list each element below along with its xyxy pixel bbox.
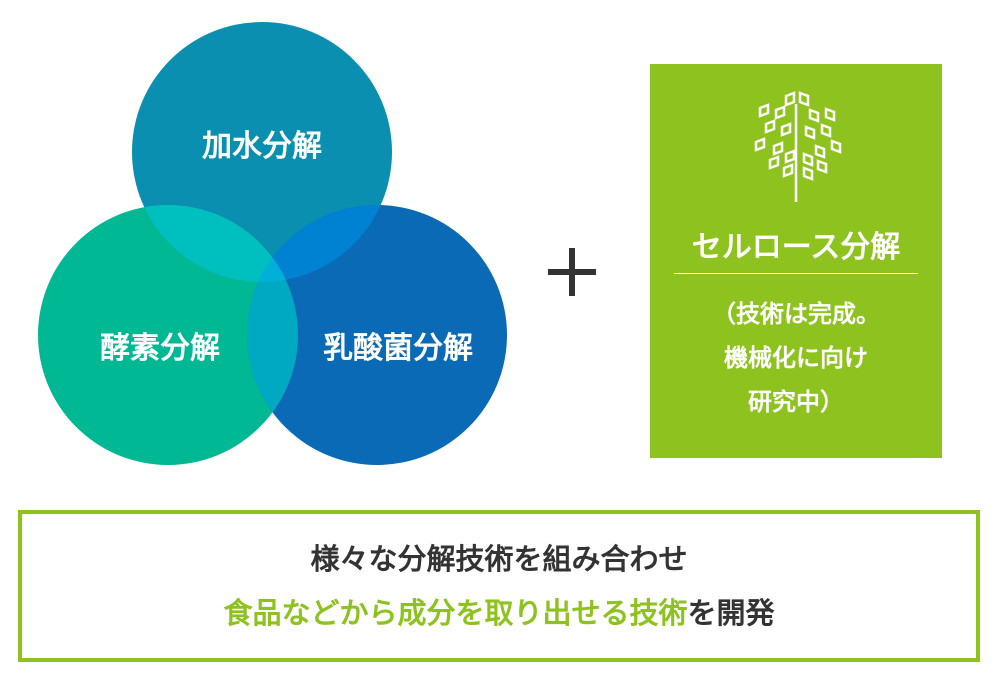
- note-line: 機械化に向け: [724, 344, 868, 372]
- venn-diagram: [38, 22, 507, 465]
- note-line: 研究中）: [748, 388, 844, 416]
- summary-rest: を開発: [687, 596, 775, 630]
- summary-line-2: 食品などから成分を取り出せる技術を開発: [22, 590, 976, 632]
- overlap-top-right: [247, 205, 392, 282]
- cellulose-note: （技術は完成。 機械化に向け 研究中）: [650, 292, 942, 424]
- summary-line-1: 様々な分解技術を組み合わせ: [310, 542, 688, 576]
- cellulose-panel: セルロース分解 （技術は完成。 機械化に向け 研究中）: [650, 64, 942, 458]
- summary-highlight: 食品などから成分を取り出せる技術: [223, 596, 688, 630]
- plus-icon: [548, 248, 596, 296]
- divider: [674, 273, 918, 274]
- overlap-top-left: [132, 205, 298, 282]
- tree-icon: [754, 91, 842, 202]
- cellulose-title: セルロース分解: [691, 230, 901, 265]
- note-line: （技術は完成。: [712, 300, 880, 328]
- label-lactic: 乳酸菌分解: [323, 331, 473, 366]
- summary-box: 様々な分解技術を組み合わせ 食品などから成分を取り出せる技術を開発: [18, 510, 980, 662]
- label-hydrolysis: 加水分解: [202, 129, 322, 164]
- label-enzyme: 酵素分解: [100, 331, 220, 366]
